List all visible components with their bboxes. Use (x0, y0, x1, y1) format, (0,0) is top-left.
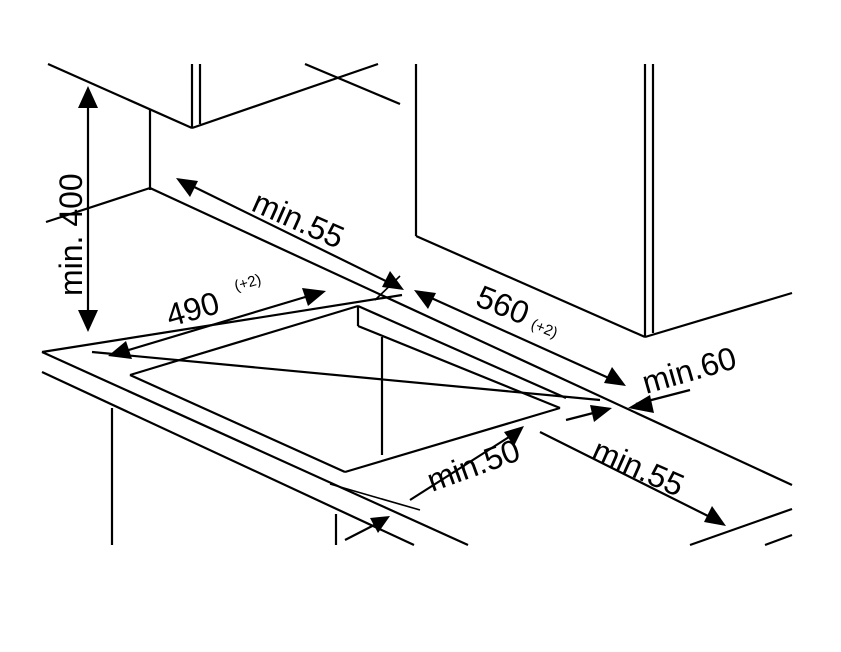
wall-cabinet (47, 62, 379, 130)
cutout-opening (91, 304, 601, 511)
height-label: min. 400 (53, 173, 89, 296)
width-label: 560 (471, 278, 534, 331)
rear-clearance-label: min.55 (247, 184, 349, 256)
tall-cabinet (304, 62, 793, 339)
right-clearance-label: min.55 (587, 432, 689, 504)
depth-label: 490 (162, 284, 223, 333)
width-tolerance-label: (+2) (529, 316, 560, 342)
depth-tolerance-label: (+2) (232, 271, 263, 295)
dim-front-line (344, 426, 524, 541)
dim-width-line (414, 290, 626, 386)
side-clearance-label: min.60 (638, 340, 740, 401)
worktop (41, 293, 793, 547)
dim-depth-line (108, 288, 326, 359)
dim-side-line (628, 388, 691, 413)
dim-height-line (78, 86, 98, 332)
front-clearance-label: min.50 (422, 432, 525, 499)
dim-rear-line (176, 178, 404, 301)
back-wall (45, 110, 793, 486)
dim-right-line (539, 405, 726, 526)
